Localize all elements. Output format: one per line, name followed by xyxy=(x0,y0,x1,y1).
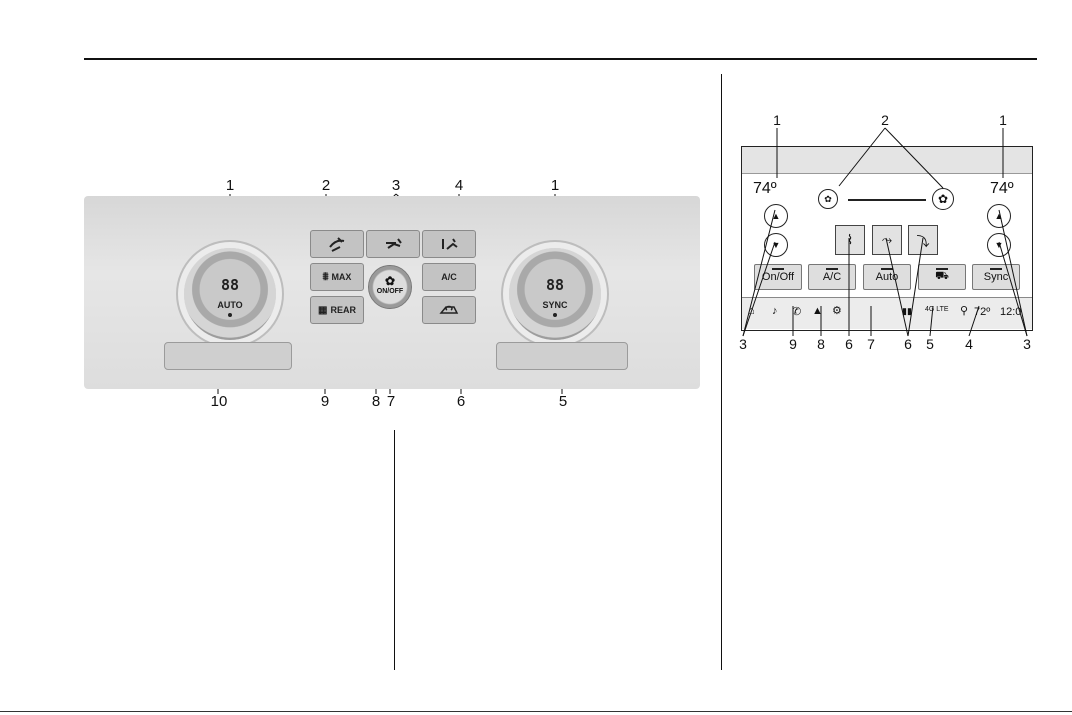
defrost-mode-button[interactable] xyxy=(310,230,364,258)
ac-button[interactable]: A/C xyxy=(422,263,476,291)
callout-bottom: 3 xyxy=(1023,337,1031,351)
onoff-label: ON/OFF xyxy=(369,288,411,295)
sync-label: SYNC xyxy=(509,300,601,310)
auto-label: AUTO xyxy=(184,300,276,310)
rear-defrost-icon: ▦ xyxy=(318,305,327,316)
indicator-dot xyxy=(553,313,557,317)
max-label: MAX xyxy=(331,272,351,282)
dashboard-panel-image: 88 AUTO 88 SYNC ⩩ MAX A/C ▦ xyxy=(84,196,700,389)
driver-temperature-knob[interactable]: 88 AUTO xyxy=(184,248,276,340)
callout-bottom: 7 xyxy=(387,394,395,409)
callout-bottom: 7 xyxy=(867,337,875,351)
callout-top: 1 xyxy=(773,113,781,127)
callout-top: 2 xyxy=(881,113,889,127)
callout-bottom: 9 xyxy=(321,394,329,409)
vent-mode-button[interactable] xyxy=(366,230,420,258)
recirculation-icon xyxy=(438,303,460,317)
passenger-temp-display: 88 xyxy=(509,276,601,294)
rear-defrost-button[interactable]: ▦ REAR xyxy=(310,296,364,324)
callout-top: 1 xyxy=(999,113,1007,127)
screen-callout-leader-lines xyxy=(721,126,1051,342)
callout-bottom: 9 xyxy=(789,337,797,351)
max-defrost-button[interactable]: ⩩ MAX xyxy=(310,263,364,291)
callout-bottom: 10 xyxy=(211,394,228,409)
recirculation-button[interactable] xyxy=(422,296,476,324)
left-air-vent xyxy=(164,342,292,370)
footer-rule xyxy=(0,711,1072,712)
passenger-temperature-knob[interactable]: 88 SYNC xyxy=(509,248,601,340)
floor-icon xyxy=(438,235,460,253)
callout-bottom: 6 xyxy=(904,337,912,351)
callout-bottom: 3 xyxy=(739,337,747,351)
driver-temp-display: 88 xyxy=(184,276,276,294)
defrost-vent-icon xyxy=(326,235,348,253)
right-air-vent xyxy=(496,342,628,370)
rear-label: REAR xyxy=(330,305,356,315)
callout-bottom: 8 xyxy=(372,394,380,409)
fan-icon: ✿ xyxy=(369,274,411,288)
column-divider-middle xyxy=(394,430,395,670)
fan-onoff-knob[interactable]: ✿ ON/OFF xyxy=(368,265,412,309)
floor-mode-button[interactable] xyxy=(422,230,476,258)
vent-icon xyxy=(382,235,404,253)
ac-label: A/C xyxy=(441,272,457,282)
header-rule xyxy=(84,58,1037,60)
indicator-dot xyxy=(228,313,232,317)
callout-bottom: 6 xyxy=(457,394,465,409)
callout-bottom: 5 xyxy=(559,394,567,409)
callout-bottom: 6 xyxy=(845,337,853,351)
callout-bottom: 5 xyxy=(926,337,934,351)
callout-bottom: 8 xyxy=(817,337,825,351)
callout-bottom: 4 xyxy=(965,337,973,351)
defrost-icon: ⩩ xyxy=(323,271,329,284)
